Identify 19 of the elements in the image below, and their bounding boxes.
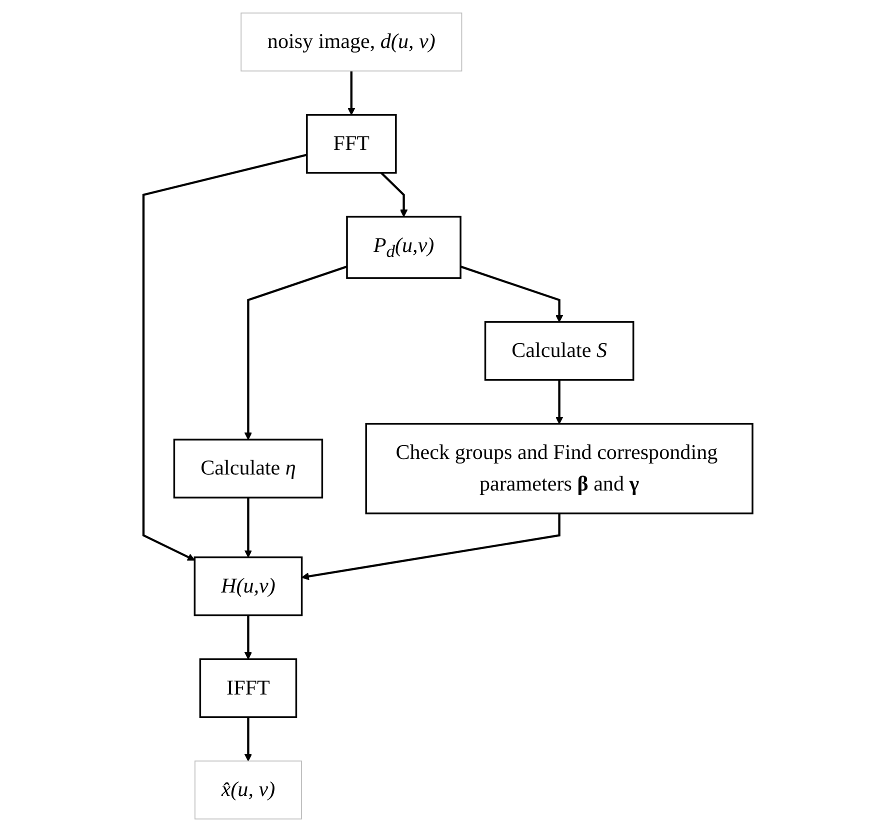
- node-box: x̂(u, v): [194, 760, 302, 820]
- arrow: [244, 266, 348, 440]
- node-box: Check groups and Find corresponding parameters β and γ: [365, 422, 754, 514]
- node-box: IFFT: [199, 658, 298, 718]
- arrow: [460, 266, 564, 322]
- arrow: [244, 498, 252, 558]
- node-box: H(u,v): [194, 556, 303, 616]
- node-box: P$_{d}$(u,v): [346, 216, 462, 279]
- arrow: [142, 154, 308, 561]
- node-box: FFT: [306, 114, 397, 174]
- arrow: [244, 615, 252, 660]
- arrow: [380, 172, 408, 218]
- node-box: Calculate S: [484, 321, 634, 381]
- node-box: noisy image, d(u, v): [240, 12, 462, 72]
- arrow: [555, 380, 564, 424]
- node-box: Calculate η: [173, 438, 324, 498]
- arrow: [348, 70, 356, 116]
- arrow: [301, 513, 560, 580]
- arrow: [244, 717, 252, 762]
